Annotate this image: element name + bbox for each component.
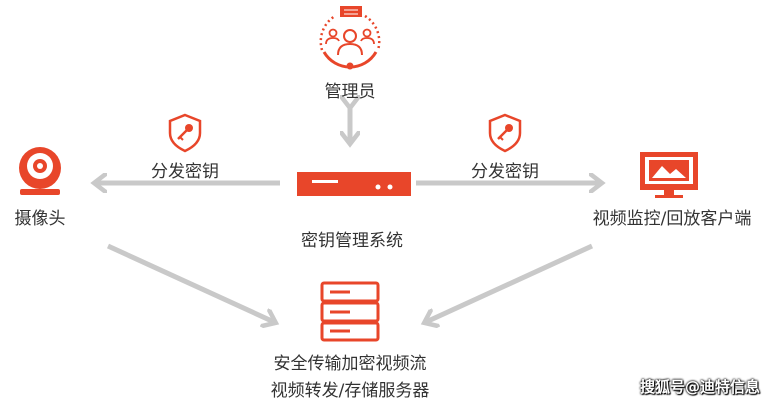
- admin-group-icon: [319, 6, 381, 70]
- server-label-line1: 安全传输加密视频流: [273, 354, 427, 374]
- arrow-client-server: [426, 243, 594, 322]
- camera-icon: [19, 147, 61, 195]
- monitor-icon: [640, 152, 698, 198]
- key-management-server-icon: [297, 172, 411, 196]
- key-shield-icon: [488, 113, 522, 153]
- admin-label: 管理员: [324, 82, 376, 102]
- kms-label: 密钥管理系统: [301, 231, 403, 251]
- storage-server-icon: [320, 281, 380, 342]
- server-label-line2: 视频转发/存储服务器: [270, 381, 430, 401]
- key-shield-icon: [168, 113, 202, 153]
- client-label: 视频监控/回放客户端: [592, 209, 752, 229]
- left-key-distribution-label: 分发密钥: [151, 162, 219, 182]
- right-key-distribution-label: 分发密钥: [471, 162, 539, 182]
- camera-label: 摄像头: [14, 209, 66, 229]
- watermark: 搜狐号@迪特信息: [640, 378, 761, 396]
- arrow-camera-server: [106, 243, 274, 322]
